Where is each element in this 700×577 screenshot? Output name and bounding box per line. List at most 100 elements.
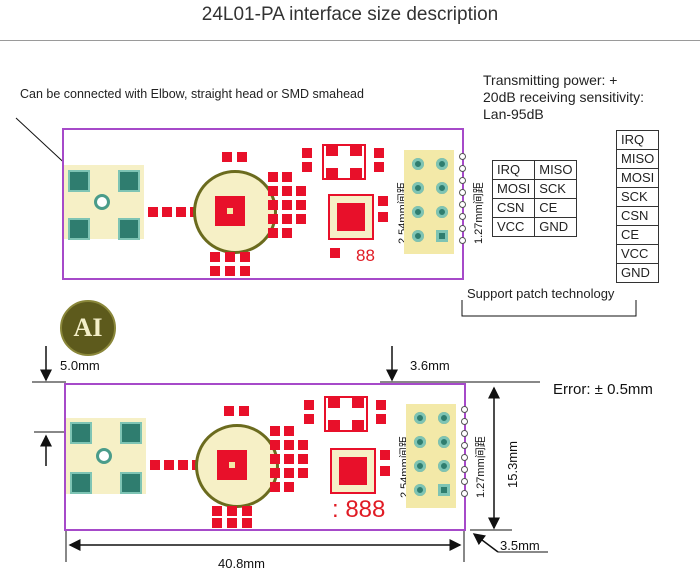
- dim-label-40.8mm: 40.8mm: [218, 556, 265, 571]
- smd-pad: [176, 207, 186, 217]
- smd-pad: [242, 518, 252, 528]
- header-pin: [434, 156, 450, 172]
- sma-center-pin: [94, 194, 110, 210]
- smd-pin-hole: [461, 454, 468, 461]
- header-pin-square: [434, 228, 450, 244]
- smd-pin-hole: [461, 430, 468, 437]
- patch-pin-cell: CE: [615, 225, 660, 245]
- patch-pin-cell: CSN: [615, 206, 660, 226]
- pin-cell: SCK: [534, 179, 578, 199]
- smd-pad: [227, 518, 237, 528]
- sma-pad: [70, 422, 92, 444]
- top-red-marking: 88: [356, 246, 375, 265]
- crystal-outline: [324, 396, 368, 432]
- smd-pin-hole: [459, 237, 466, 244]
- sma-pad: [68, 218, 90, 240]
- smd-pad: [298, 440, 308, 450]
- crystal-pad: [352, 420, 364, 430]
- smd-pad: [240, 266, 250, 276]
- smd-pad: [284, 454, 294, 464]
- smd-pad: [284, 482, 294, 492]
- smd-pad: [162, 207, 172, 217]
- smd-pad: [284, 440, 294, 450]
- rf-chip-pad: [337, 203, 365, 231]
- smd-pad: [374, 162, 384, 172]
- crystal-pad: [326, 168, 338, 178]
- dim-label-5mm: 5.0mm: [60, 358, 100, 373]
- header-pin: [436, 410, 452, 426]
- smd-pad: [298, 454, 308, 464]
- smd-pin-hole: [459, 177, 466, 184]
- smd-pad: [270, 468, 280, 478]
- smd-pad: [148, 207, 158, 217]
- dim-label-3.5mm: 3.5mm: [500, 538, 540, 553]
- patch-pin-cell: VCC: [615, 244, 660, 264]
- smd-pad: [282, 228, 292, 238]
- smd-pad: [237, 152, 247, 162]
- crystal-pad: [326, 146, 338, 156]
- error-note: Error: ± 0.5mm: [553, 381, 653, 398]
- crystal-pad: [352, 398, 364, 408]
- smd-pad: [210, 266, 220, 276]
- sma-pad: [118, 218, 140, 240]
- smd-pad: [224, 406, 234, 416]
- smd-pad: [225, 266, 235, 276]
- patch-pin-cell: GND: [615, 263, 660, 283]
- header-pin-square: [436, 482, 452, 498]
- header-pin: [412, 410, 428, 426]
- sma-center-pin: [96, 448, 112, 464]
- smd-pad: [374, 148, 384, 158]
- sma-pad: [68, 170, 90, 192]
- header-pin: [436, 434, 452, 450]
- patch-pin-cell: SCK: [615, 187, 660, 207]
- smd-pad: [212, 518, 222, 528]
- smd-pad: [268, 214, 278, 224]
- crystal-pad: [328, 420, 340, 430]
- smd-pad: [212, 506, 222, 516]
- patch-note: Support patch technology: [467, 286, 615, 301]
- smd-pad: [270, 426, 280, 436]
- smd-pin-hole: [461, 418, 468, 425]
- smd-pad: [330, 248, 340, 258]
- smd-pad: [268, 186, 278, 196]
- smd-pad: [284, 468, 294, 478]
- sma-pad: [120, 422, 142, 444]
- header-pin: [410, 204, 426, 220]
- smd-pin-hole: [459, 225, 466, 232]
- smd-pad: [268, 228, 278, 238]
- smd-pad: [227, 506, 237, 516]
- smd-pad: [270, 482, 280, 492]
- smd-pad: [296, 200, 306, 210]
- patch-pin-cell: IRQ: [615, 130, 660, 150]
- smd-pad: [296, 186, 306, 196]
- smd-pad: [378, 196, 388, 206]
- bottom-pitch-1.27: 1.27mm间距: [475, 436, 487, 498]
- smd-pad: [239, 406, 249, 416]
- smd-pad: [178, 460, 188, 470]
- smd-pad: [282, 200, 292, 210]
- pin-cell: GND: [534, 217, 578, 237]
- smd-pin-hole: [461, 466, 468, 473]
- smd-pad: [150, 460, 160, 470]
- smd-pin-hole: [459, 189, 466, 196]
- ai-logo: AI: [60, 300, 116, 356]
- smd-pad: [376, 400, 386, 410]
- smd-pin-hole: [461, 478, 468, 485]
- crystal-outline: [322, 144, 366, 180]
- crystal-pad: [350, 146, 362, 156]
- patch-pin-cell: MOSI: [615, 168, 660, 188]
- header-pin: [410, 180, 426, 196]
- smd-pad: [302, 162, 312, 172]
- smd-pad: [282, 214, 292, 224]
- smd-pad: [298, 468, 308, 478]
- smd-pin-hole: [459, 153, 466, 160]
- smd-pad: [268, 200, 278, 210]
- smd-pad: [282, 172, 292, 182]
- header-pin: [412, 434, 428, 450]
- pa-chip-center: [229, 462, 235, 468]
- smd-pad: [380, 450, 390, 460]
- patch-pin-list: IRQ MISO MOSI SCK CSN CE VCC GND: [615, 130, 660, 283]
- smd-pin-hole: [461, 442, 468, 449]
- smd-pin-hole: [459, 213, 466, 220]
